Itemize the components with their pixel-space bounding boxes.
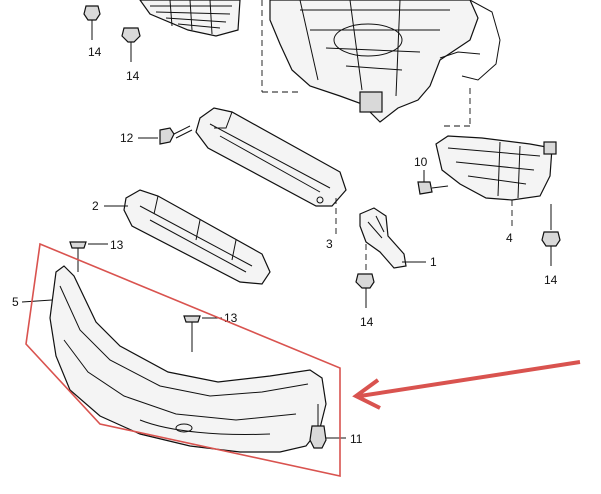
bolt-12 (138, 125, 193, 145)
highlight-frame (25, 242, 341, 477)
callout-1: 1 (430, 255, 437, 269)
callout-14a: 14 (88, 45, 102, 59)
bolt-11 (309, 404, 346, 449)
side-bracket-4 (435, 135, 557, 201)
bumper-cover-5 (49, 265, 327, 453)
energy-absorber-2 (123, 189, 271, 285)
leader-5 (21, 299, 53, 303)
body-front-structure (269, 0, 501, 123)
callout-3: 3 (326, 237, 333, 251)
mount-bracket-1 (359, 207, 407, 269)
callout-13a: 13 (110, 238, 124, 252)
callout-5: 5 (12, 295, 19, 309)
crash-beam-3 (195, 107, 347, 207)
callout-2: 2 (92, 199, 99, 213)
callout-14b: 14 (126, 69, 140, 83)
dashed-leader-body-right (440, 88, 471, 127)
nut-14d (541, 204, 561, 266)
screw-13b (183, 315, 222, 352)
callout-14c: 14 (360, 315, 374, 329)
callout-14d: 14 (544, 273, 558, 287)
callout-11: 11 (350, 432, 363, 446)
dashed-leader-body-left (261, 0, 300, 93)
grille-mesh (139, 0, 241, 37)
nut-14b (121, 27, 141, 62)
nut-14c (355, 244, 375, 308)
nut-14a (83, 5, 101, 40)
screw-13a (69, 241, 108, 272)
callout-4: 4 (506, 231, 513, 245)
red-pointer-arrow (352, 360, 581, 410)
callout-12: 12 (120, 131, 134, 145)
callout-10: 10 (414, 155, 428, 169)
bolt-10 (417, 170, 449, 195)
